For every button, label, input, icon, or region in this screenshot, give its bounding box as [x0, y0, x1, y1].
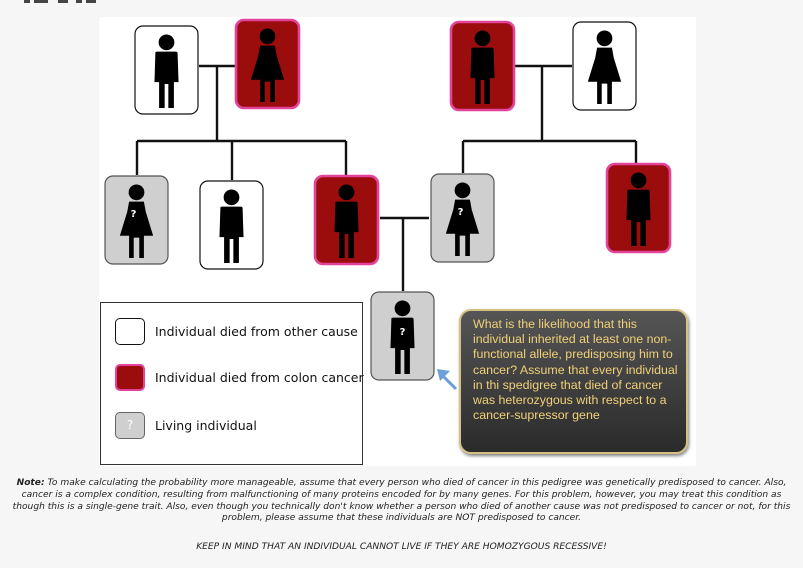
- question-callout: What is the likelihood that this individ…: [459, 309, 688, 454]
- note-label: Note:: [16, 478, 45, 488]
- pedigree-individual-g2-uncle-right: [605, 162, 672, 254]
- unknown-mark: ?: [400, 327, 406, 338]
- legend-item-living: ? Living individual: [115, 409, 257, 441]
- reminder-text: KEEP IN MIND THAT AN INDIVIDUAL CANNOT L…: [196, 542, 607, 552]
- pedigree-individual-g2-mother: ?: [430, 173, 495, 263]
- pedigree-individual-g2-father: [313, 174, 380, 266]
- pedigree-diagram-panel: ? ?: [99, 17, 696, 466]
- generation-2: ? ?: [104, 162, 672, 270]
- pedigree-individual-g1-grandmother-right: [572, 21, 637, 111]
- legend-label: Individual died from colon cancer: [155, 369, 364, 385]
- pedigree-individual-g1-grandfather-right: [449, 20, 516, 112]
- legend-swatch-red: [115, 363, 145, 391]
- unknown-mark: ?: [126, 418, 134, 432]
- unknown-mark: ?: [458, 207, 464, 218]
- pedigree-individual-g1-grandfather-left: [134, 25, 199, 115]
- note-text: To make calculating the probability more…: [12, 478, 791, 524]
- legend: Individual died from other cause Individ…: [100, 302, 364, 465]
- note-paragraph: Note: To make calculating the probabilit…: [5, 478, 798, 525]
- legend-item-colon-cancer: Individual died from colon cancer: [115, 361, 364, 393]
- legend-label: Individual died from other cause: [155, 323, 358, 339]
- pedigree-individual-g3-proband: ?: [370, 291, 435, 381]
- arrow-icon: [437, 369, 458, 391]
- pedigree-individual-g1-grandmother-left: [234, 18, 301, 110]
- question-text: What is the likelihood that this individ…: [473, 317, 678, 423]
- unknown-mark: ?: [131, 209, 137, 220]
- pedigree-individual-g2-aunt-left: ?: [104, 175, 169, 265]
- legend-swatch-gray: ?: [115, 411, 145, 439]
- pedigree-chart: ? ?: [104, 18, 672, 391]
- legend-label: Living individual: [155, 417, 257, 433]
- pedigree-lines: [135, 64, 638, 291]
- header-text-fragment: [24, 0, 96, 3]
- legend-swatch-white: [115, 317, 145, 345]
- pedigree-individual-g2-uncle-left: [199, 180, 264, 270]
- generation-1: [134, 18, 637, 115]
- generation-3: ?: [370, 291, 435, 381]
- legend-item-other-cause: Individual died from other cause: [115, 315, 358, 347]
